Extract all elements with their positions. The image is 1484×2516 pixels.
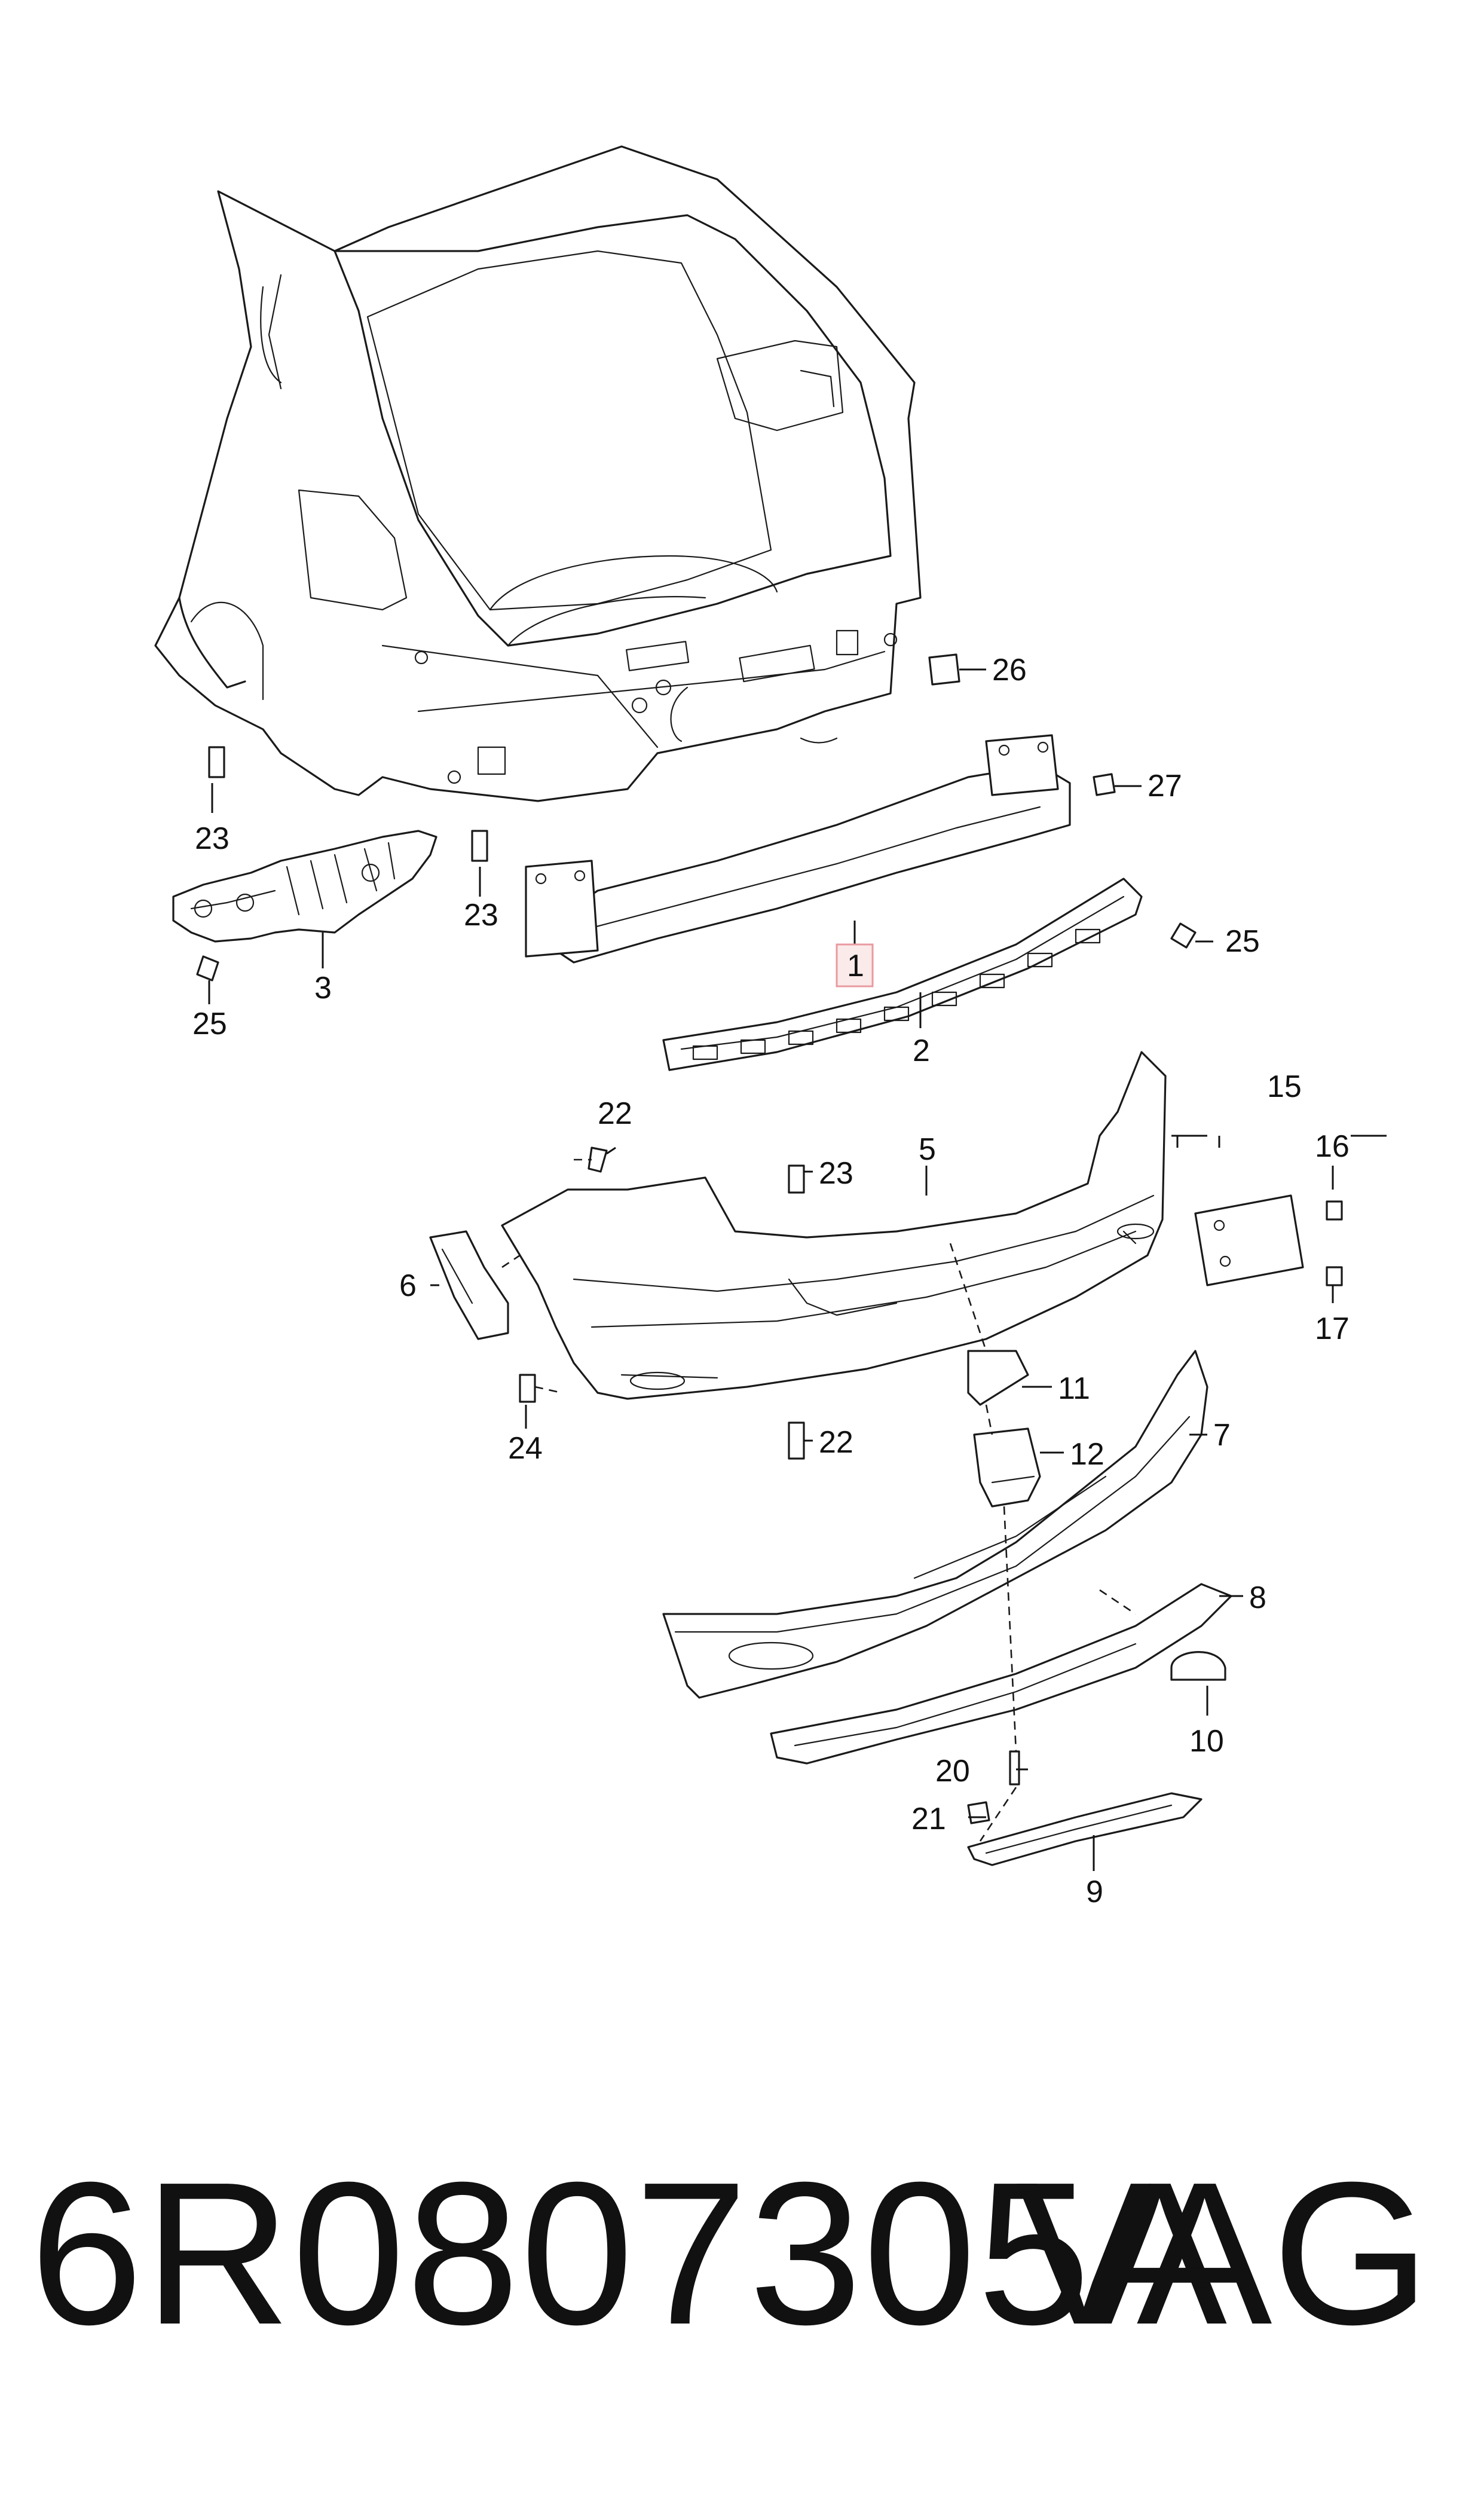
callout-20[interactable]: 20 <box>935 1754 970 1789</box>
callout-23-left[interactable]: 23 <box>195 821 230 856</box>
part-15-plate-holder <box>1194 1194 1304 1286</box>
car-body-rear <box>154 145 922 802</box>
callout-7[interactable]: 7 <box>1213 1418 1231 1453</box>
callout-21[interactable]: 21 <box>911 1802 946 1836</box>
callout-25-right[interactable]: 25 <box>1225 924 1260 959</box>
part-11-clip <box>967 1350 1029 1406</box>
callout-26[interactable]: 26 <box>992 653 1027 687</box>
part-1-impact-bar <box>525 734 1071 964</box>
callout-1[interactable]: 1 <box>847 949 864 983</box>
callout-5[interactable]: 5 <box>919 1132 936 1167</box>
callout-10[interactable]: 10 <box>1189 1724 1224 1759</box>
part-10-cap <box>1170 1651 1226 1681</box>
callout-25-left[interactable]: 25 <box>192 1007 227 1041</box>
part-number-label: 6R0807305A <box>30 2140 1229 2367</box>
highlight-box-part-1 <box>836 943 874 988</box>
callout-22-bottom[interactable]: 22 <box>819 1425 853 1460</box>
callout-22-top[interactable]: 22 <box>598 1096 632 1131</box>
callout-15[interactable]: 15 <box>1267 1069 1302 1104</box>
parts-diagram: 1 2 3 5 6 7 8 9 10 11 12 15 16 17 20 21 … <box>154 145 1387 1909</box>
callout-23-bumper[interactable]: 23 <box>819 1156 853 1191</box>
part-3-mounting-bracket <box>172 830 437 943</box>
part-5-bumper-cover <box>501 1051 1167 1400</box>
callout-24[interactable]: 24 <box>508 1431 543 1466</box>
assembly-lines <box>501 1158 1136 1842</box>
callout-27[interactable]: 27 <box>1148 769 1182 803</box>
fasteners <box>196 653 1343 1824</box>
callout-16[interactable]: 16 <box>1315 1129 1350 1164</box>
brand-label: VAG <box>1016 2140 1430 2367</box>
callout-23-middle[interactable]: 23 <box>464 898 498 933</box>
callout-8[interactable]: 8 <box>1249 1580 1266 1615</box>
callout-9[interactable]: 9 <box>1086 1875 1103 1909</box>
callout-12[interactable]: 12 <box>1070 1437 1104 1472</box>
part-12-module <box>973 1427 1041 1508</box>
caption-bar: 6R0807305A VAG <box>0 2128 1484 2379</box>
callout-11[interactable]: 11 <box>1058 1371 1090 1406</box>
callout-2[interactable]: 2 <box>913 1034 930 1068</box>
callout-6[interactable]: 6 <box>399 1268 417 1303</box>
part-9-trim-strip <box>967 1792 1203 1866</box>
callout-3[interactable]: 3 <box>314 971 332 1005</box>
part-8-undertray <box>770 1583 1232 1765</box>
callout-labels: 1 2 3 5 6 7 8 9 10 11 12 15 16 17 20 21 … <box>192 653 1350 1909</box>
part-2-energy-absorber <box>662 878 1143 1071</box>
leader-lines <box>208 668 1387 1871</box>
callout-17[interactable]: 17 <box>1315 1312 1350 1346</box>
part-6-side-trim <box>429 1230 509 1340</box>
